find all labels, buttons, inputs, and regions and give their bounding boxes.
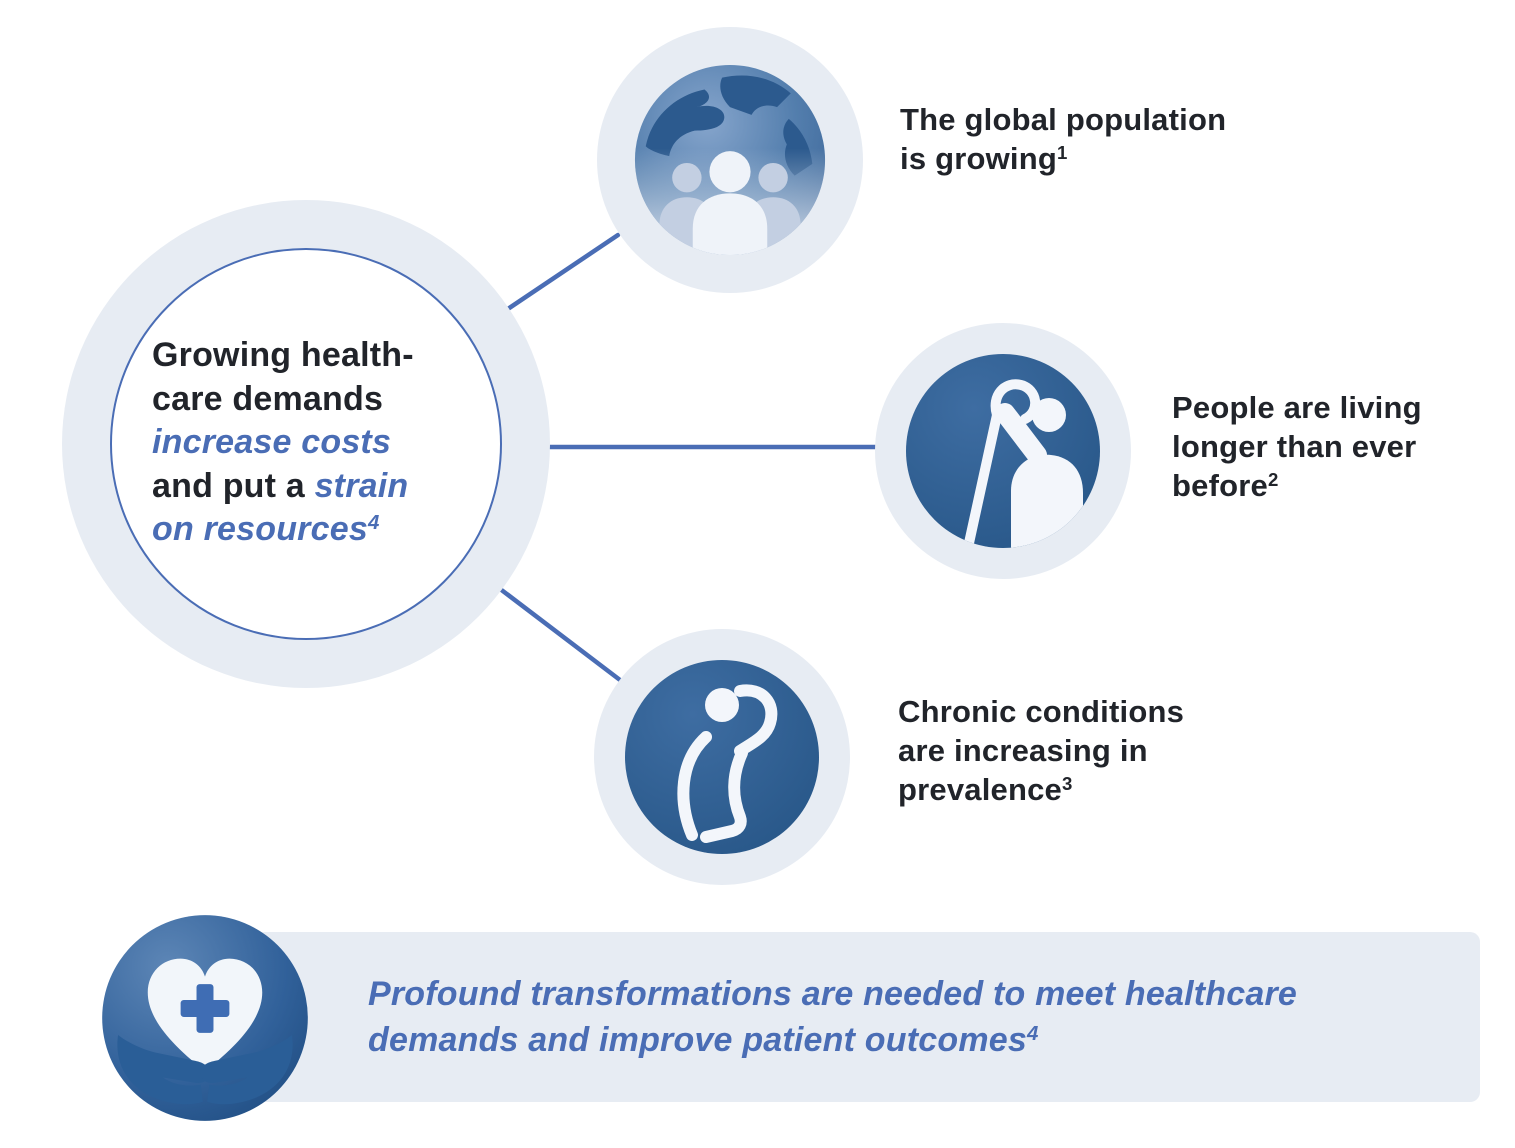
central-statement: Growing health- care demands increase co… [152, 334, 482, 552]
longevity-label-text: People are living longer than ever befor… [1172, 390, 1422, 504]
conclusion-footnote-ref: 4 [1027, 1022, 1039, 1045]
conclusion-text-body: Profound transformations are needed to m… [368, 975, 1297, 1059]
globe-population-svg [634, 64, 826, 256]
cupped-hands [117, 1034, 293, 1105]
heart-in-hands-icon [99, 912, 311, 1124]
chronic-footnote-ref: 3 [1062, 772, 1073, 794]
back-pain-person-icon [622, 657, 822, 857]
back-pain-person-svg [625, 660, 819, 854]
longevity-label: People are living longer than ever befor… [1172, 388, 1472, 505]
central-line-4: and put a strain [152, 465, 482, 509]
central-text-accent: increase costs [152, 423, 392, 462]
heart-in-hands-svg [102, 915, 308, 1121]
chronic-label-text: Chronic conditions are increasing in pre… [898, 694, 1185, 808]
population-label: The global population is growing1 [900, 100, 1260, 178]
central-text-accent: on resources [152, 510, 368, 549]
central-text-accent: strain [314, 466, 409, 505]
central-text-dark: Growing health- [152, 336, 414, 374]
elderly-person-cane-icon [903, 351, 1103, 551]
central-line-2: care demands [152, 378, 482, 422]
central-line-1: Growing health- [152, 334, 482, 378]
population-label-text: The global population is growing [900, 102, 1227, 177]
medical-cross-icon [180, 984, 230, 1033]
longevity-footnote-ref: 2 [1267, 468, 1279, 490]
chronic-label: Chronic conditions are increasing in pre… [898, 692, 1218, 809]
population-footnote-ref: 1 [1057, 141, 1068, 163]
people-silhouettes [659, 151, 801, 256]
central-circle: Growing health- care demands increase co… [110, 248, 502, 640]
conclusion-text: Profound transformations are needed to m… [368, 972, 1378, 1064]
central-text-dark: care demands [152, 379, 384, 418]
central-footnote-ref: 4 [367, 511, 380, 534]
central-line-5: on resources4 [152, 508, 482, 552]
central-line-3: increase costs [152, 421, 482, 465]
elderly-person-svg [906, 354, 1100, 548]
globe-population-icon [632, 62, 828, 258]
conclusion-banner [255, 932, 1480, 1102]
central-text-dark: and put a [152, 466, 315, 505]
